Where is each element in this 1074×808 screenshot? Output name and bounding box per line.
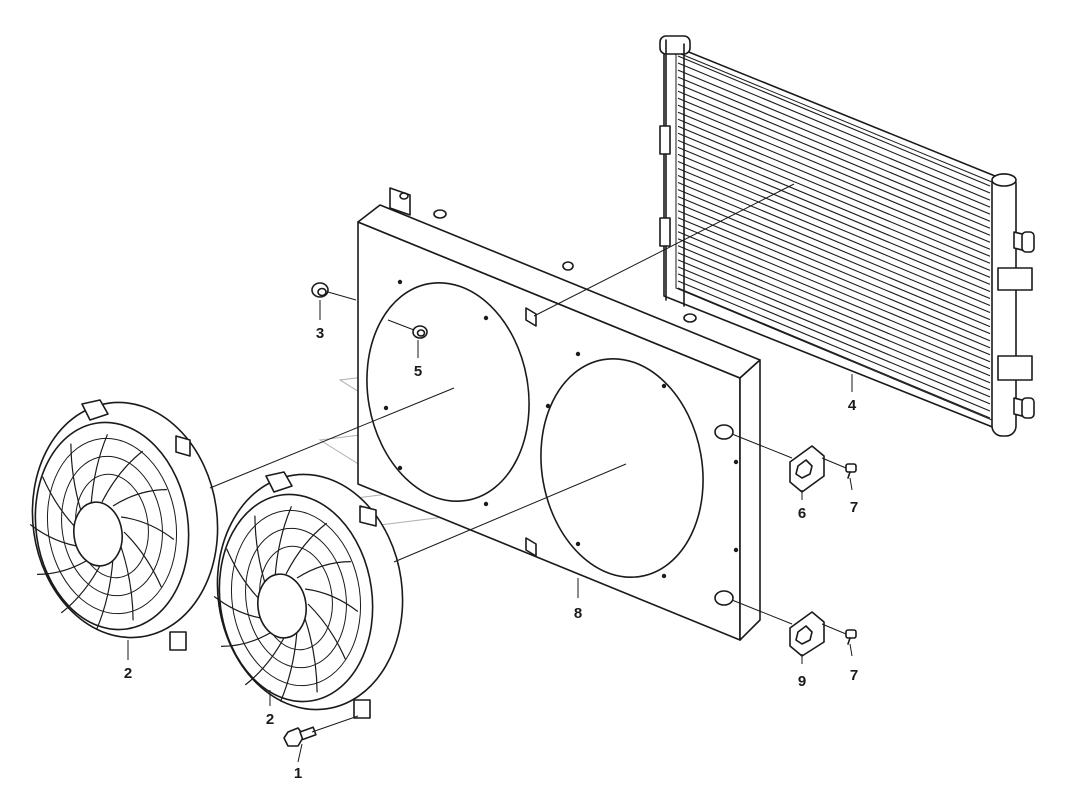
condenser-fin bbox=[677, 174, 991, 307]
fan-guard-spokes-right bbox=[213, 506, 359, 702]
condenser-fin bbox=[677, 273, 991, 405]
fan-guard-spoke bbox=[244, 633, 287, 686]
fan-guard-spoke bbox=[90, 434, 109, 507]
fan-guard-spoke bbox=[279, 629, 298, 702]
fan-guard-spoke bbox=[274, 506, 293, 579]
condenser-fin bbox=[677, 153, 991, 285]
condenser-fin bbox=[677, 146, 991, 278]
fan-shroud-part-8 bbox=[357, 187, 761, 641]
condenser-fin bbox=[677, 196, 991, 328]
condenser-fin bbox=[677, 203, 991, 335]
condenser-fin bbox=[677, 97, 991, 229]
condenser-fin bbox=[677, 111, 991, 243]
fan-assembly-right bbox=[213, 471, 404, 719]
condenser-fin bbox=[677, 167, 991, 300]
condenser-fin bbox=[677, 62, 991, 194]
condenser-fin bbox=[677, 76, 991, 208]
callout-1: 1 bbox=[294, 765, 302, 782]
callout-3: 3 bbox=[316, 325, 324, 342]
condenser-fin bbox=[677, 139, 991, 271]
nut-part-3 bbox=[311, 282, 329, 298]
condenser-fin bbox=[677, 132, 991, 264]
grommet-part-9 bbox=[789, 611, 825, 657]
leader-lines bbox=[127, 183, 853, 763]
fan-guard-spoke bbox=[285, 522, 328, 575]
fan-guard-spoke bbox=[112, 489, 167, 507]
callout-5: 5 bbox=[414, 363, 422, 380]
condenser-fin bbox=[677, 83, 991, 215]
condenser-fin bbox=[677, 125, 991, 257]
grommet-part-6 bbox=[789, 445, 825, 493]
fan-guard-spoke bbox=[120, 546, 134, 621]
callout-4: 4 bbox=[848, 397, 857, 414]
callout-labels: 1 2 2 3 4 5 6 7 7 8 9 bbox=[124, 325, 858, 782]
condenser-fin bbox=[677, 266, 991, 398]
fan-guard-spoke bbox=[305, 588, 359, 612]
condenser-fin bbox=[677, 210, 991, 342]
condenser-fin bbox=[677, 245, 991, 377]
condenser-fin bbox=[677, 287, 991, 419]
condenser-fin bbox=[677, 118, 991, 250]
condenser-fin bbox=[677, 69, 991, 201]
fan-guard-spoke bbox=[95, 557, 114, 630]
fan-guard-spoke bbox=[123, 531, 162, 588]
condenser-fin bbox=[677, 252, 991, 384]
bolt-part-1 bbox=[283, 726, 317, 747]
callout-6: 6 bbox=[798, 505, 806, 522]
fan-guard-spoke bbox=[296, 561, 351, 579]
fan-guard-spoke bbox=[307, 603, 346, 660]
condenser-fin bbox=[677, 231, 991, 363]
condenser-fin bbox=[677, 217, 991, 349]
callout-9: 9 bbox=[798, 673, 806, 690]
callout-8: 8 bbox=[574, 605, 582, 622]
condenser-fin bbox=[677, 224, 991, 356]
fan-guard-spoke bbox=[60, 561, 103, 614]
condenser-fin bbox=[677, 181, 991, 314]
nut-part-5 bbox=[412, 325, 428, 339]
condenser-fin bbox=[677, 55, 991, 187]
fan-assembly-left bbox=[29, 399, 219, 651]
condenser-part-4 bbox=[659, 35, 1035, 437]
condenser-fin bbox=[677, 259, 991, 391]
condenser-fin bbox=[677, 160, 991, 293]
condenser-fin bbox=[677, 104, 991, 236]
callout-2-left: 2 bbox=[124, 665, 132, 682]
callout-7-lower: 7 bbox=[850, 667, 858, 684]
callout-7-upper: 7 bbox=[850, 499, 858, 516]
condenser-fin bbox=[677, 90, 991, 222]
condenser-fin bbox=[677, 189, 991, 321]
condenser-fin bbox=[677, 280, 991, 412]
fan-guard-spoke bbox=[304, 618, 318, 693]
callout-2-right: 2 bbox=[266, 711, 274, 728]
condenser-fin bbox=[677, 238, 991, 370]
screw-part-7-upper bbox=[845, 463, 857, 479]
fan-guard-spoke bbox=[101, 450, 144, 503]
screw-part-7-lower bbox=[845, 629, 857, 645]
condenser-fins bbox=[677, 55, 991, 419]
fan-guard-spoke bbox=[121, 516, 175, 540]
